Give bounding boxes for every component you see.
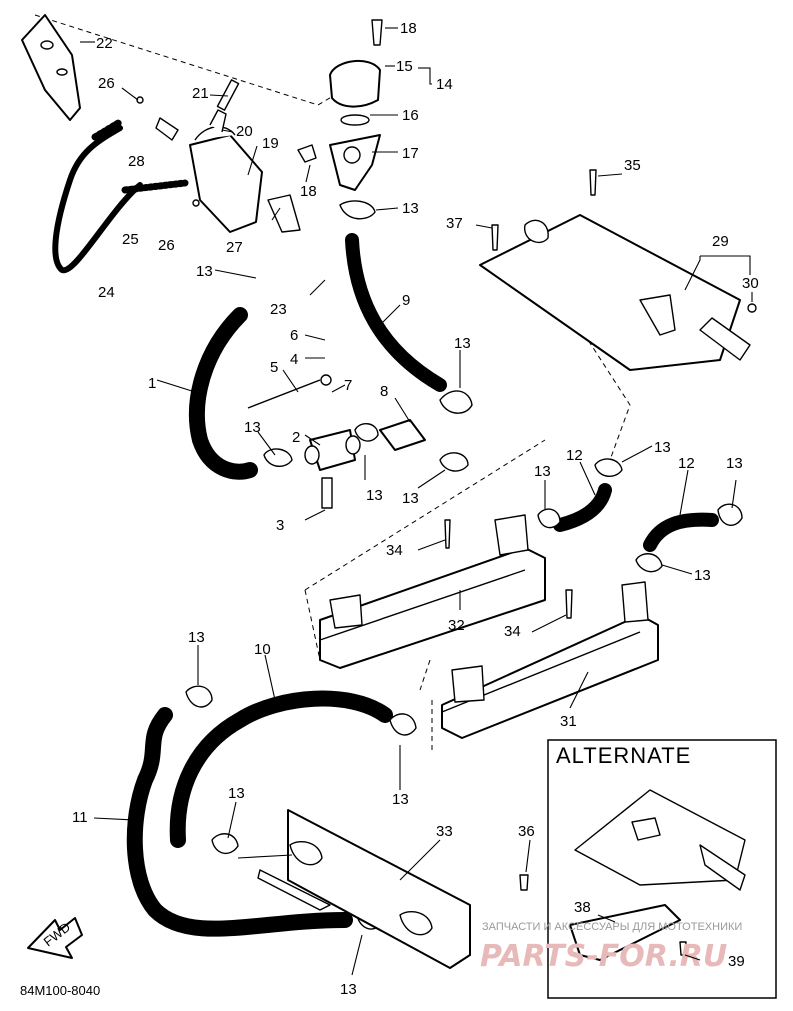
callout-14: 14 [436,76,453,93]
bracket-plate [21,14,81,121]
callout-13: 13 [340,981,357,998]
callout-13: 13 [196,263,213,280]
watermark-brand: PARTS-FOR.RU [480,939,727,974]
callout-13: 13 [694,567,711,584]
callout-37: 37 [446,215,463,232]
watermark-text: ЗАПЧАСТИ И АКСЕССУАРЫ ДЛЯ МОТОТЕХНИКИ [482,921,742,933]
callout-27: 27 [226,239,243,256]
callout-6: 6 [290,327,298,344]
callout-3: 3 [276,517,284,534]
heat-exchanger-33 [257,809,529,969]
callout-11: 11 [72,809,88,826]
callout-24: 24 [98,284,115,301]
callout-13: 13 [534,463,551,480]
callout-18: 18 [400,20,417,37]
callout-31: 31 [560,713,577,730]
callout-25: 25 [122,231,139,248]
callout-22: 22 [96,35,113,52]
callout-1: 1 [148,375,156,392]
callout-38: 38 [574,899,591,916]
callout-7: 7 [344,377,352,394]
reservoir-tank [189,79,301,233]
callout-13: 13 [402,490,419,507]
callout-4: 4 [290,351,298,368]
callout-32: 32 [448,617,465,634]
callout-12: 12 [566,447,583,464]
callout-29: 29 [712,233,729,250]
callout-2: 2 [292,429,300,446]
thermostat-housing [297,19,383,220]
dashed-guides [34,14,631,752]
callout-13: 13 [654,439,671,456]
callout-17: 17 [402,145,419,162]
callout-5: 5 [270,359,278,376]
callout-34: 34 [386,542,403,559]
callout-13: 13 [244,419,261,436]
breather-hoses [52,96,200,274]
callout-28: 28 [128,153,145,170]
leader-lines [80,27,753,976]
callout-13: 13 [454,335,471,352]
callout-numbers: 22 26 21 20 19 28 25 26 24 18 15 14 16 1… [72,20,759,998]
callout-8: 8 [380,383,388,400]
joint-fittings [247,374,469,509]
callout-9: 9 [402,292,410,309]
radiator-upper [479,169,757,371]
callout-26: 26 [158,237,175,254]
callout-33: 33 [436,823,453,840]
callout-30: 30 [742,275,759,292]
callout-12: 12 [678,455,695,472]
callout-19: 19 [262,135,279,152]
callout-34: 34 [504,623,521,640]
callout-16: 16 [402,107,419,124]
callout-13: 13 [402,200,419,217]
fwd-arrow [27,917,83,959]
alternate-inset: ALTERNATE [547,739,777,999]
drawing-code: 84M100-8040 [20,983,100,998]
callout-13: 13 [228,785,245,802]
callout-26: 26 [98,75,115,92]
callout-10: 10 [254,641,271,658]
alternate-title: ALTERNATE [556,743,691,768]
callout-20: 20 [236,123,253,140]
callout-36: 36 [518,823,535,840]
callout-35: 35 [624,157,641,174]
callout-13: 13 [366,487,383,504]
heat-exchanger-31 [441,581,659,739]
callout-18: 18 [300,183,317,200]
callout-13: 13 [392,791,409,808]
callout-21: 21 [192,85,209,102]
callout-13: 13 [188,629,205,646]
callout-39: 39 [728,953,745,970]
callout-23: 23 [270,301,287,318]
heat-exchanger-32 [319,514,546,669]
callout-15: 15 [396,58,413,75]
callout-13: 13 [726,455,743,472]
